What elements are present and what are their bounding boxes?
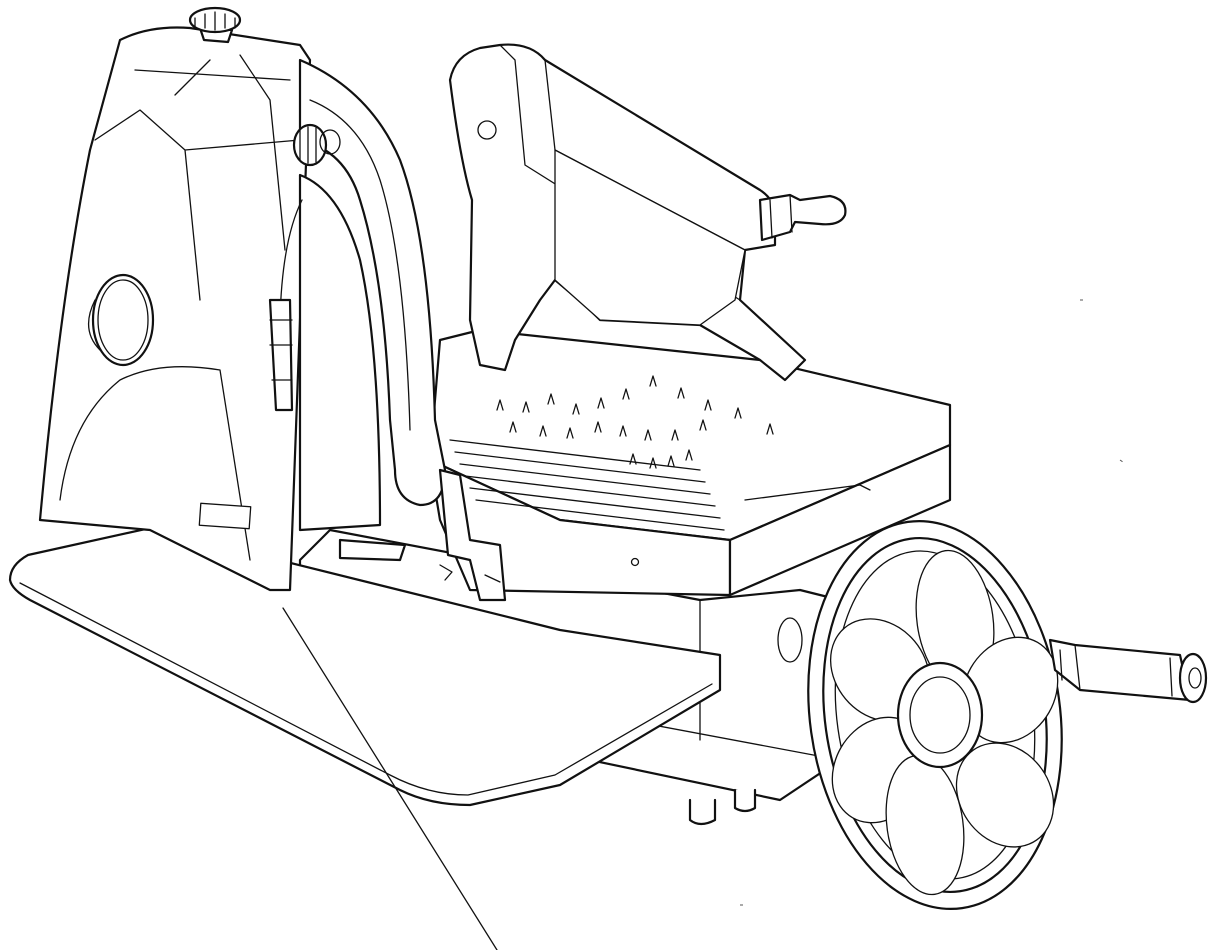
support-bracket bbox=[338, 468, 507, 602]
nameplate bbox=[198, 502, 252, 530]
housing-body bbox=[38, 6, 312, 592]
carriage-tray bbox=[428, 328, 952, 597]
meat-pusher-arm bbox=[448, 43, 847, 382]
flywheel-hub bbox=[896, 661, 984, 769]
sharpener-knob bbox=[292, 123, 341, 167]
carriage-spikes bbox=[496, 375, 774, 469]
background-dots bbox=[740, 299, 1124, 906]
blade-guard bbox=[268, 58, 447, 532]
flywheel bbox=[777, 520, 1063, 910]
inspection-window bbox=[91, 273, 155, 367]
crank-handle bbox=[1048, 638, 1208, 704]
carriage-slats bbox=[449, 439, 725, 531]
receiving-plate bbox=[8, 526, 722, 807]
flywheel-petals bbox=[829, 549, 1059, 896]
leader-line bbox=[282, 607, 498, 950]
top-knob bbox=[188, 6, 242, 44]
pusher-handle bbox=[758, 193, 847, 242]
